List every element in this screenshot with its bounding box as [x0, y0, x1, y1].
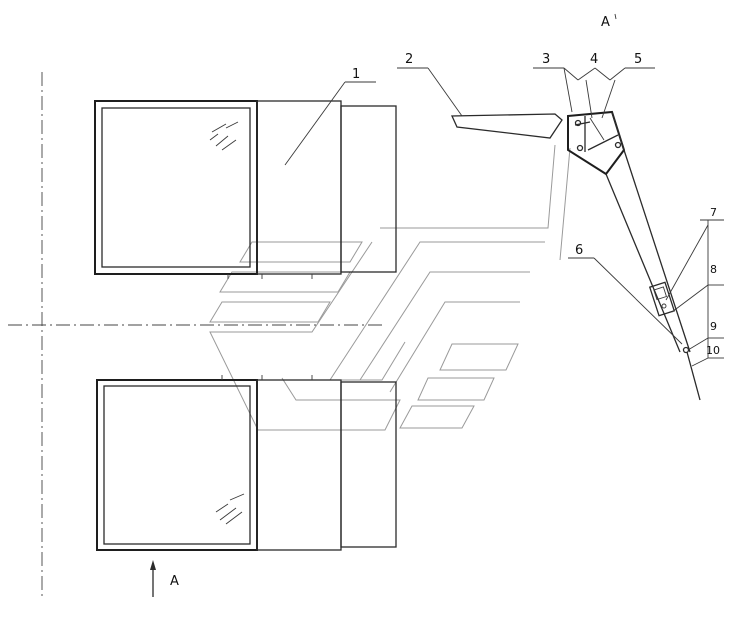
hatch-mark-top: [209, 121, 239, 151]
callout-2: 2: [405, 52, 413, 67]
view-label-top: A: [601, 15, 610, 30]
view-arrow-label: A: [170, 574, 179, 589]
callout-4: 4: [590, 52, 598, 67]
watermark-logo: [209, 144, 571, 431]
hatch-mark-bottom: [215, 493, 245, 525]
callout-5: 5: [634, 52, 642, 67]
callout-7: 7: [710, 206, 717, 219]
leader-lines: [284, 67, 724, 367]
bottom-door-panel: [96, 375, 397, 551]
callout-6: 6: [575, 243, 583, 258]
callout-1: 1: [352, 67, 360, 82]
top-door-panel: [94, 100, 397, 279]
view-arrow-a: [150, 560, 156, 597]
center-lines: [8, 72, 385, 600]
callout-8: 8: [710, 263, 717, 276]
callout-10: 10: [706, 344, 720, 357]
callout-9: 9: [710, 320, 717, 333]
callout-3: 3: [542, 52, 550, 67]
